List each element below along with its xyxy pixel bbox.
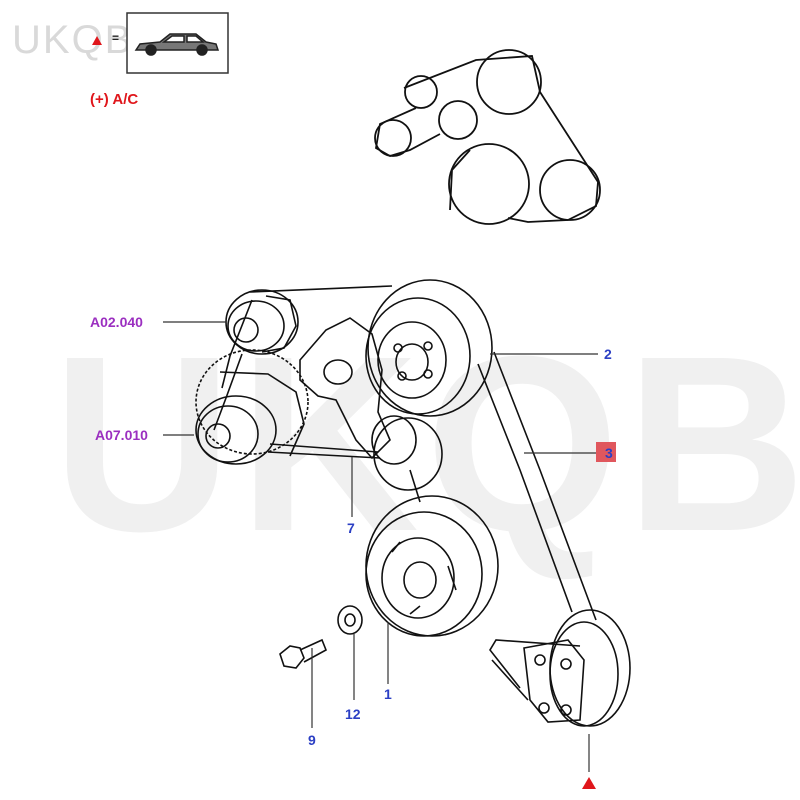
highlight-box-part-3: 3 [596,442,616,462]
callout-part-7: 7 [347,520,355,536]
belt-assembly [195,279,631,727]
ac-label: (+) A/C [90,91,139,108]
callout-a02-040: A02.040 [90,314,143,330]
callout-part-9: 9 [308,732,316,748]
callout-part-12: 12 [345,706,361,722]
leader-lines [163,321,598,772]
vehicle-legend-box [126,12,229,74]
callout-part-1: 1 [384,686,392,702]
callout-a07-010: A07.010 [95,427,148,443]
crankshaft-pulley-1 [365,495,499,637]
bolt-9 [279,638,328,669]
legend-equals-sign: = [112,31,120,45]
callout-part-3: 3 [605,445,613,461]
belt-routing-schematic [374,49,601,225]
warning-triangle-icon-bottom [582,777,596,789]
washer-12 [337,605,363,635]
callout-part-2: 2 [604,346,612,362]
tensioner-7 [299,317,443,491]
ac-pulley-a07 [195,349,309,465]
warning-triangle-icon [92,36,102,45]
watermark-large: UKQBY™ [52,304,800,583]
idler-pulley-a02 [225,289,299,355]
water-pump-pulley [523,609,631,727]
drive-belt [213,285,597,621]
alternator-pulley-2 [365,279,493,417]
car-icon [134,33,220,56]
